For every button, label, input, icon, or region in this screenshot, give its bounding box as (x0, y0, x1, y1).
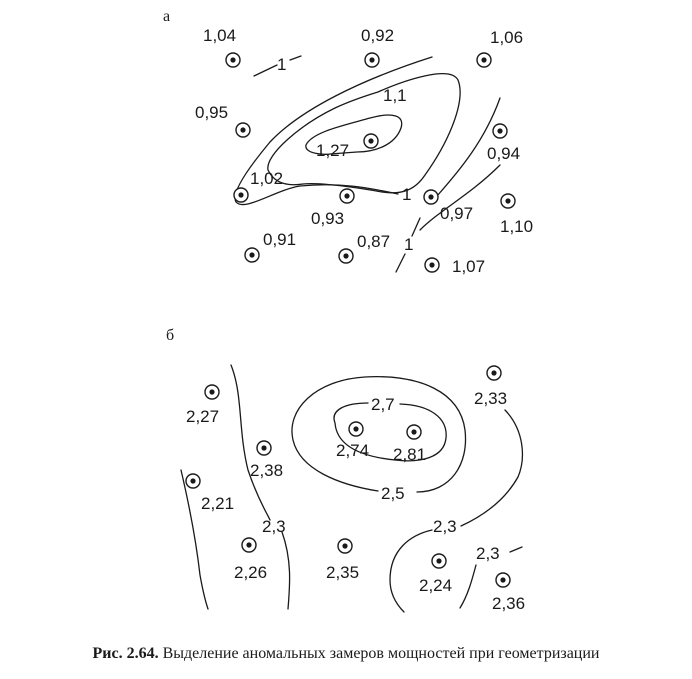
panel-a-isoline-label: 1,1 (383, 86, 407, 105)
svg-text:2,27: 2,27 (186, 407, 219, 426)
panel-a-isoline-1-lower-right (419, 164, 501, 231)
panel-b-isoline-2-5 (291, 376, 467, 493)
panel-a-point: 0,95 (195, 103, 251, 138)
panel-a-isoline-1-1-loop (267, 73, 461, 194)
panel-a: а 1 1,1 1 1 1,04 0,92 1,06 0,95 (163, 8, 533, 276)
svg-text:2,36: 2,36 (492, 594, 525, 613)
svg-text:1,06: 1,06 (490, 28, 523, 47)
panel-b-isoline-2-7 (333, 402, 447, 462)
svg-text:1,04: 1,04 (203, 26, 236, 45)
panel-a-letter: а (163, 8, 170, 25)
panel-b-isoline-2-3-right-upper (460, 409, 524, 527)
panel-a-isoline-label: 1 (404, 235, 413, 254)
svg-text:0,91: 0,91 (263, 230, 296, 249)
panel-b-isoline-2-3-right-lower (389, 529, 477, 613)
panel-a-point: 0,87 (338, 232, 390, 264)
svg-text:2,35: 2,35 (326, 563, 359, 582)
panel-a-point: 0,93 (311, 188, 355, 228)
svg-text:0,92: 0,92 (361, 26, 394, 45)
figure-caption: Рис. 2.64. Выделение аномальных замеров … (0, 645, 692, 663)
panel-a-isoline-label: 1 (277, 55, 286, 74)
svg-text:0,94: 0,94 (487, 144, 520, 163)
panel-a-isoline-1-upper-tail (289, 55, 302, 61)
svg-text:0,97: 0,97 (440, 204, 473, 223)
panel-a-point: 1,10 (500, 193, 533, 236)
panel-b-point: 2,81 (393, 424, 426, 464)
svg-text:0,87: 0,87 (357, 232, 390, 251)
panel-b-isoline-left-outer (180, 469, 209, 610)
panel-b-isoline-label: 2,7 (371, 395, 395, 414)
panel-a-point: 0,94 (487, 123, 520, 163)
svg-text:2,33: 2,33 (474, 389, 507, 408)
svg-text:2,21: 2,21 (201, 494, 234, 513)
panel-a-point: 0,97 (423, 189, 473, 223)
panel-b-point: 2,24 (419, 553, 452, 595)
panel-a-isoline-1-27-core (305, 114, 403, 155)
svg-text:0,95: 0,95 (195, 103, 228, 122)
panel-b-point: 2,36 (492, 572, 525, 613)
panel-b-point: 2,33 (474, 365, 507, 408)
svg-text:2,26: 2,26 (234, 563, 267, 582)
panel-b-isoline-label: 2,3 (433, 517, 457, 536)
panel-b-point: 2,21 (185, 473, 234, 513)
panel-a-point: 0,91 (244, 230, 296, 263)
caption-text: Выделение аномальных замеров мощностей п… (162, 645, 600, 662)
panel-b-isoline-label: 2,3 (476, 544, 500, 563)
svg-text:2,74: 2,74 (336, 441, 369, 460)
panel-a-point: 1,27 (316, 133, 379, 160)
caption-label: Рис. 2.64. (92, 645, 159, 662)
panel-b-point: 2,27 (186, 384, 220, 426)
panel-b-isoline-2-3-tick (509, 546, 523, 553)
svg-text:0,93: 0,93 (311, 209, 344, 228)
panel-b-point: 2,35 (326, 538, 359, 582)
panel-a-isoline-1-right (436, 97, 501, 197)
panel-a-isoline-1-bottom (395, 217, 421, 273)
panel-b-point: 2,74 (336, 421, 369, 460)
panel-b-point: 2,38 (250, 440, 283, 480)
panel-a-point: 1,07 (424, 257, 485, 276)
panel-a-point: 1,06 (476, 28, 523, 68)
panel-b-point: 2,26 (234, 537, 267, 582)
svg-text:2,81: 2,81 (393, 445, 426, 464)
panel-b-isoline-label: 2,5 (381, 484, 405, 503)
panel-b-isoline-2-3-left (230, 364, 291, 610)
svg-text:2,24: 2,24 (419, 576, 452, 595)
panel-a-isoline-label: 1 (402, 185, 411, 204)
panel-b: б 2,7 2,5 2,3 2,3 2,3 2,27 2,33 2,74 2,8 (166, 327, 525, 613)
panel-a-isoline-1-upper (253, 64, 278, 77)
svg-text:1,02: 1,02 (250, 169, 283, 188)
svg-text:1,07: 1,07 (452, 257, 485, 276)
svg-text:1,27: 1,27 (316, 141, 349, 160)
panel-b-isoline-label: 2,3 (262, 517, 286, 536)
panel-a-point: 1,02 (233, 169, 283, 203)
panel-b-letter: б (166, 327, 174, 344)
svg-text:2,38: 2,38 (250, 461, 283, 480)
svg-text:1,10: 1,10 (500, 217, 533, 236)
panel-a-point: 1,04 (203, 26, 241, 68)
panel-a-point: 0,92 (361, 26, 394, 68)
